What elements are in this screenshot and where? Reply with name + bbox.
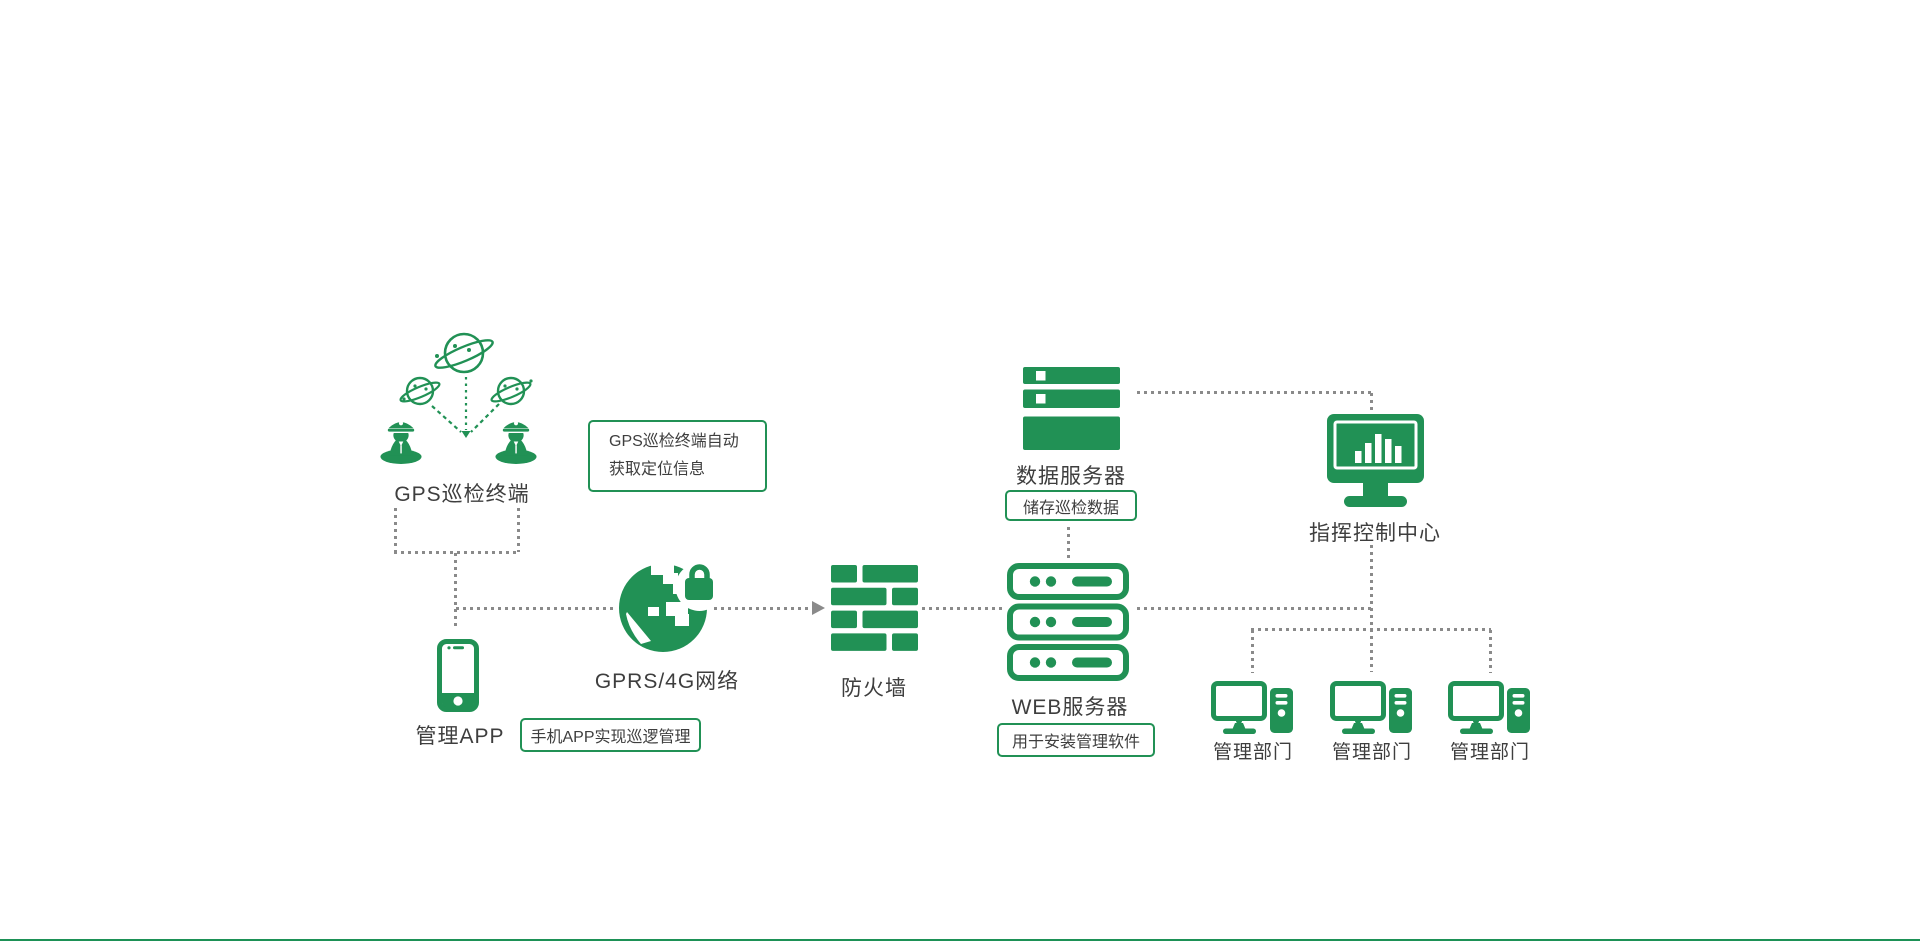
gps-terminal-label: GPS巡检终端 bbox=[394, 483, 530, 506]
connector-gps-right bbox=[517, 508, 520, 552]
firewall-label: 防火墙 bbox=[841, 677, 907, 700]
app-callout: 手机APP实现巡逻管理 bbox=[520, 718, 701, 752]
connector-department-3 bbox=[1489, 630, 1492, 673]
data-server-label: 数据服务器 bbox=[1016, 465, 1126, 488]
department-2-label: 管理部门 bbox=[1331, 742, 1412, 763]
desktop-computer-icon bbox=[1448, 681, 1530, 734]
web-callout: 用于安装管理软件 bbox=[997, 723, 1155, 757]
globe-lock-icon bbox=[619, 562, 724, 652]
connector-app-network bbox=[456, 607, 617, 610]
command-center-label: 指挥控制中心 bbox=[1309, 522, 1441, 545]
gps-callout-line2: 获取定位信息 bbox=[609, 461, 706, 478]
brick-wall-icon bbox=[831, 565, 918, 651]
desktop-computer-icon bbox=[1330, 681, 1412, 734]
connector-department-1 bbox=[1251, 630, 1254, 673]
connector-data-command bbox=[1137, 391, 1371, 394]
connector-firewall-web bbox=[922, 607, 1006, 610]
gps-callout: GPS巡检终端自动 获取定位信息 bbox=[588, 420, 767, 492]
connector-network-firewall bbox=[714, 607, 810, 610]
department-1-label: 管理部门 bbox=[1212, 742, 1293, 763]
police-officer-icon bbox=[380, 421, 422, 464]
gps-callout-line1: GPS巡检终端自动 bbox=[609, 433, 739, 450]
department-3-label: 管理部门 bbox=[1449, 742, 1530, 763]
data-callout: 储存巡检数据 bbox=[1005, 490, 1137, 521]
satellite-cluster-icon bbox=[399, 332, 533, 438]
police-officer-icon bbox=[495, 421, 537, 464]
desktop-computer-icon bbox=[1211, 681, 1293, 734]
bottom-rule-line bbox=[0, 939, 1920, 941]
connector-gps-left bbox=[394, 508, 397, 552]
smartphone-icon bbox=[437, 639, 479, 712]
server-rack-icon bbox=[1007, 563, 1129, 681]
connector-command-drop bbox=[1370, 393, 1373, 416]
web-server-label: WEB服务器 bbox=[1011, 696, 1129, 719]
network-label: GPRS/4G网络 bbox=[594, 670, 740, 693]
database-server-icon bbox=[1023, 367, 1120, 450]
connector-web-right bbox=[1137, 607, 1371, 610]
arrow-right-icon bbox=[812, 601, 825, 615]
connector-command-down bbox=[1370, 545, 1373, 672]
connector-data-web bbox=[1067, 527, 1070, 562]
connector-gps-down bbox=[454, 553, 457, 629]
connector-gps-bracket bbox=[394, 551, 520, 554]
management-app-label: 管理APP bbox=[415, 725, 505, 748]
connector-department-bus bbox=[1251, 628, 1491, 631]
monitor-chart-icon bbox=[1327, 414, 1424, 507]
